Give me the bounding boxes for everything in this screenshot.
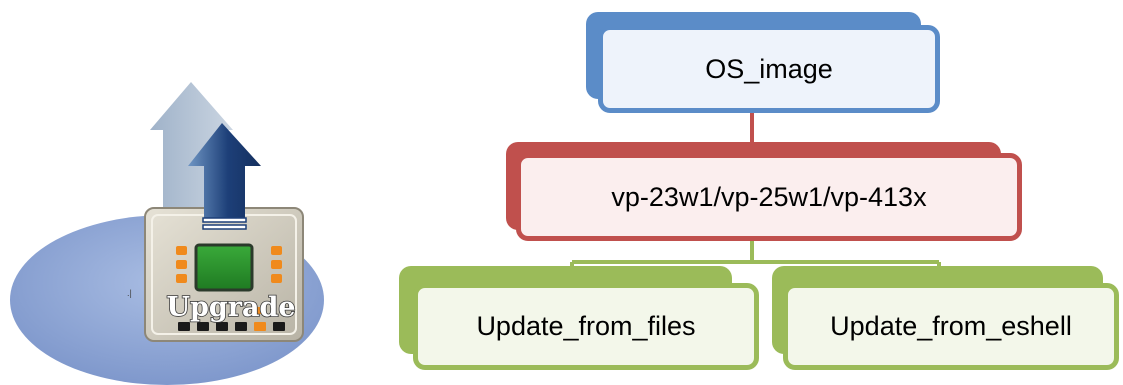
- root-node: OS_image: [598, 25, 940, 113]
- leaf-update-from-files: Update_from_files: [413, 283, 759, 370]
- leaf-files-label: Update_from_files: [476, 311, 696, 341]
- upgrade-illustration: Upgrade .|: [10, 82, 324, 385]
- upgrade-arrow-icon: [188, 123, 261, 218]
- device-panel-icon: [144, 207, 304, 342]
- model-node: vp-23w1/vp-25w1/vp-413x: [516, 153, 1022, 241]
- upgrade-label: Upgrade: [166, 292, 295, 323]
- leaf-eshell-label: Update_from_eshell: [830, 311, 1072, 341]
- root-node-label: OS_image: [705, 53, 833, 84]
- leaf-update-from-eshell: Update_from_eshell: [783, 283, 1119, 370]
- model-node-label: vp-23w1/vp-25w1/vp-413x: [611, 181, 927, 212]
- tiny-mark: .|: [127, 288, 132, 298]
